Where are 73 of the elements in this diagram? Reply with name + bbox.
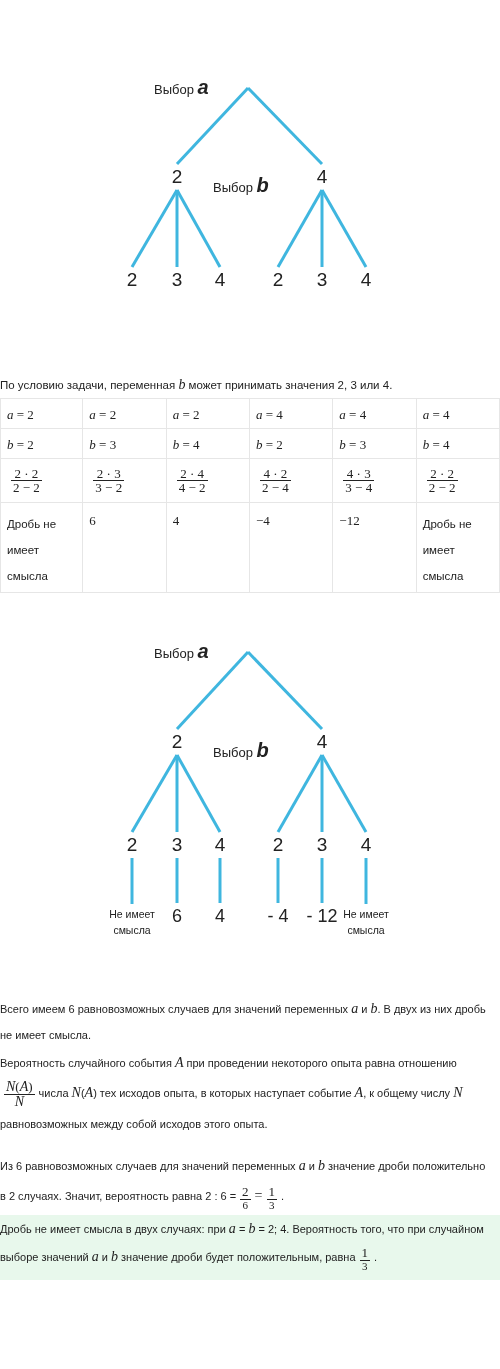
table-cell: 6 xyxy=(83,503,167,593)
table-cell: 2 · 3 3 − 2 xyxy=(83,459,167,503)
tree-branch xyxy=(175,754,222,833)
table-cell: 2 · 2 2 − 2 xyxy=(416,459,500,503)
value-label: 4 xyxy=(209,269,231,291)
value-label: 2 xyxy=(166,731,188,753)
result-label: - 4 xyxy=(258,905,298,927)
tree-branch xyxy=(130,858,134,904)
tree-branch xyxy=(320,190,324,267)
table-cell: 4 · 2 2 − 4 xyxy=(250,459,334,503)
tree-branch xyxy=(175,189,222,268)
value-label: 2 xyxy=(267,269,289,291)
tree-branch xyxy=(320,858,324,903)
tree-branch xyxy=(364,858,368,904)
table-cell: a = 4 xyxy=(333,399,417,429)
table-cell: a = 4 xyxy=(250,399,334,429)
table-cell: Дробь не имеет смысла xyxy=(0,503,84,593)
table-cell: b = 2 xyxy=(0,429,84,459)
paragraph: Вероятность случайного события A при проведении некоторого опыта равна отношению N(A) N числа N(A) тех исходов опыта, в которых наступает событие A, к общему числу N равновозможных между собой исходов этого опыта. xyxy=(0,1054,464,1133)
tree-caption: Выбор a xyxy=(154,639,209,664)
table-cell: a = 2 xyxy=(166,399,250,429)
paragraph: По условию задачи, переменная b может принимать значения 2, 3 или 4. xyxy=(0,376,393,394)
tree-branch xyxy=(175,651,250,730)
tree-branch xyxy=(130,754,179,833)
value-label: 2 xyxy=(166,166,188,188)
tree-branch xyxy=(320,754,368,833)
result-label: 4 xyxy=(200,905,240,927)
table-cell: 4 · 3 3 − 4 xyxy=(333,459,417,503)
table-cell: b = 3 xyxy=(333,429,417,459)
table-cell: b = 3 xyxy=(83,429,167,459)
value-label: 4 xyxy=(311,731,333,753)
table-cell: b = 4 xyxy=(166,429,250,459)
value-label: 2 xyxy=(121,834,143,856)
tree-branch xyxy=(246,86,324,166)
value-label: 4 xyxy=(355,834,377,856)
tree-branch xyxy=(175,86,250,166)
tree-branch xyxy=(276,858,280,903)
table-cell: b = 4 xyxy=(416,429,500,459)
tree-branch xyxy=(175,755,179,832)
table-cell: 4 xyxy=(166,503,250,593)
value-label: 4 xyxy=(209,834,231,856)
table-cell: a = 2 xyxy=(83,399,167,429)
table-cell: b = 2 xyxy=(250,429,334,459)
highlight-panel xyxy=(0,1215,500,1280)
table-cell: 2 · 4 4 − 2 xyxy=(166,459,250,503)
tree-branch xyxy=(130,189,179,268)
value-label: 4 xyxy=(311,166,333,188)
tree-branch xyxy=(320,189,368,268)
tree-caption: Выбор b xyxy=(213,173,269,198)
value-label: 2 xyxy=(121,269,143,291)
tree-branch xyxy=(320,755,324,832)
value-label: 3 xyxy=(311,834,333,856)
value-label: 4 xyxy=(355,269,377,291)
table-cell: a = 4 xyxy=(416,399,500,429)
table-cell: 2 · 2 2 − 2 xyxy=(0,459,84,503)
table-cell: Дробь не имеет смысла xyxy=(416,503,500,593)
table-cell: −12 xyxy=(333,503,417,593)
result-label: - 12 xyxy=(302,905,342,927)
tree-branch xyxy=(175,858,179,903)
tree-branch xyxy=(175,190,179,267)
tree-caption: Выбор b xyxy=(213,738,269,763)
tree-branch xyxy=(276,754,324,833)
tree-branch xyxy=(218,858,222,903)
table-cell: a = 2 xyxy=(0,399,84,429)
paragraph: Всего имеем 6 равновозможных случаев для значений переменных a и b. В двух из них дробь не имеет смысла. xyxy=(0,1000,487,1043)
tree-caption: Выбор a xyxy=(154,75,209,100)
value-label: 3 xyxy=(166,269,188,291)
tree-branch xyxy=(246,650,324,731)
value-label: 2 xyxy=(267,834,289,856)
value-label: 3 xyxy=(166,834,188,856)
value-label: 3 xyxy=(311,269,333,291)
tree-branch xyxy=(276,189,324,268)
table-cell: −4 xyxy=(250,503,334,593)
